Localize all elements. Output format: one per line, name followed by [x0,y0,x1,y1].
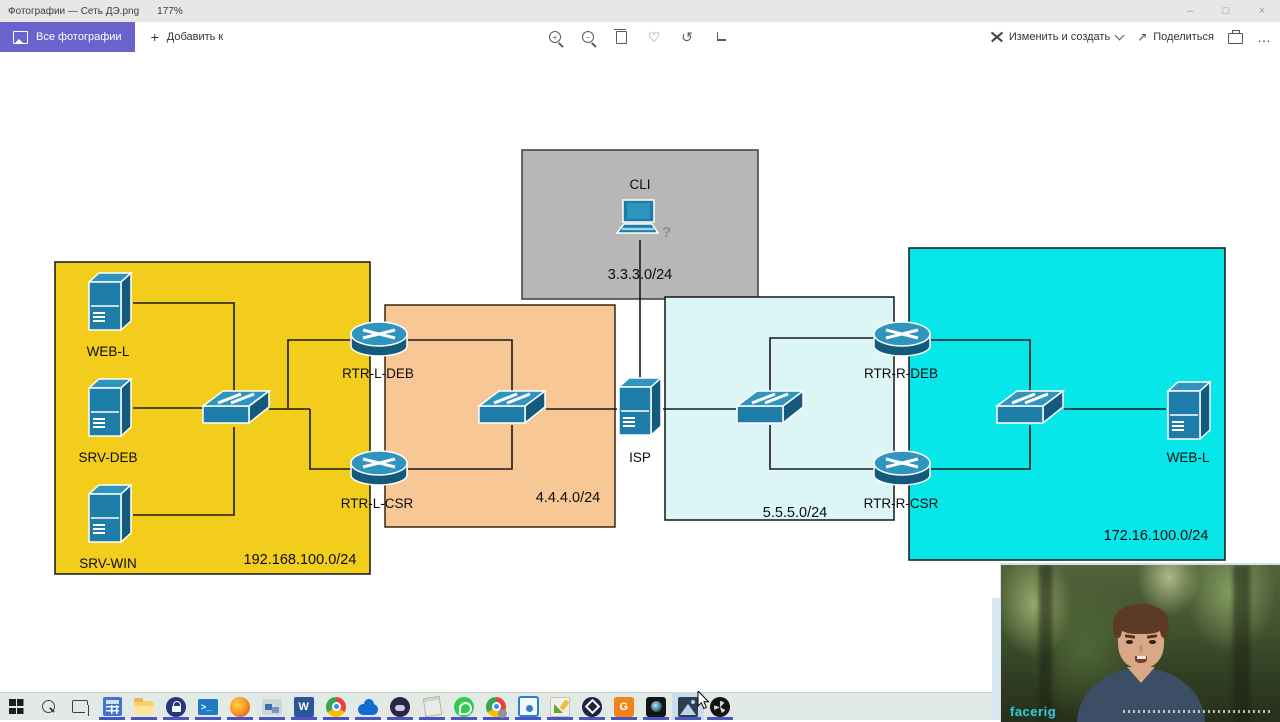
taskbar-keepass[interactable] [160,693,192,720]
firefox-icon [230,696,250,717]
minimize-button[interactable]: – [1186,5,1194,17]
edit-create-button[interactable]: Изменить и создать [991,30,1125,43]
add-to-button[interactable]: + Добавить к [151,30,224,44]
task-view-button-icon [72,700,89,716]
taskbar-whatsapp[interactable] [448,693,480,720]
tree-trunk [1233,565,1250,722]
toolbar-right: Изменить и создать ↗ Поделиться … [991,22,1272,52]
taskbar-calculator[interactable] [96,693,128,720]
taskbar-notes[interactable] [416,693,448,720]
calculator-icon [102,697,122,716]
taskbar-packet-tracer[interactable] [256,693,288,720]
taskbar-chrome[interactable] [320,693,352,720]
plus-icon: + [150,29,159,45]
facerig-small-caption [1123,710,1273,713]
chrome-profile-icon [486,696,507,718]
print-button[interactable] [1228,30,1243,44]
maximize-button[interactable]: □ [1222,5,1230,17]
facerig-window-edge [992,598,1002,720]
toolbar-center-icons: + − ♡ ↺ [546,22,729,52]
g-app-icon [614,696,634,717]
unity-icon [582,696,602,717]
notes-icon [422,695,442,718]
trash-icon [614,28,627,44]
onedrive-icon [358,698,378,715]
all-photos-label: Все фотографии [36,31,122,43]
add-to-label: Добавить к [166,31,224,43]
delete-button[interactable] [612,28,630,46]
powershell-icon [198,698,218,715]
avatar-brow [1124,634,1136,639]
rotate-icon: ↺ [681,28,693,45]
title-bar: Фотографии — Сеть ДЭ.png 177% – □ × [0,0,1280,22]
discord-icon [390,696,410,717]
taskbar-powershell[interactable] [192,693,224,720]
photos-toolbar: Все фотографии + Добавить к [0,22,1280,52]
file-explorer-icon [134,698,154,715]
zoom-level: 177% [157,5,183,17]
text-editor-icon [550,696,570,717]
window-controls: – □ × [1172,0,1280,22]
avatar-brow [1146,634,1158,639]
taskbar-word[interactable] [288,693,320,720]
camera-app-icon [646,696,666,717]
start-button-icon [8,699,24,714]
tree-trunk [1039,565,1052,722]
photos-app-icon [678,696,698,717]
edit-icon [991,31,1003,43]
word-icon [294,696,314,717]
heart-icon: ♡ [647,28,661,45]
rotate-button[interactable]: ↺ [678,28,696,46]
chrome-icon [326,696,346,717]
more-button[interactable]: … [1257,29,1272,45]
chevron-down-icon [1114,30,1125,41]
taskbar-chrome-profile[interactable] [480,693,512,720]
share-icon: ↗ [1137,30,1148,44]
all-photos-button[interactable]: Все фотографии [0,22,135,52]
search-button-icon [41,700,55,713]
avatar-mouth [1135,656,1147,663]
packet-tracer-icon [262,698,282,715]
avatar-eye [1149,640,1156,644]
obs-icon [710,696,730,717]
crop-button[interactable] [711,28,729,46]
share-label: Поделиться [1153,31,1214,43]
window-title: Фотографии — Сеть ДЭ.png [8,5,140,17]
avatar-eye [1126,640,1133,644]
zoom-out-button[interactable]: − [579,28,597,46]
avatar-hair [1113,604,1169,638]
taskbar-screen-recorder[interactable] [512,693,544,720]
crop-icon [715,31,726,43]
taskbar-camera-app[interactable] [640,693,672,720]
close-button[interactable]: × [1258,5,1266,17]
avatar-head [1113,604,1169,668]
taskbar-start-button[interactable] [0,693,32,720]
taskbar-text-editor[interactable] [544,693,576,720]
taskbar-g-app[interactable] [608,693,640,720]
taskbar-photos-app[interactable] [672,693,704,720]
taskbar-discord[interactable] [384,693,416,720]
edit-create-label: Изменить и создать [1008,31,1111,43]
zoom-out-icon: − [582,31,594,43]
share-button[interactable]: ↗ Поделиться [1137,30,1214,44]
zoom-in-icon: + [549,31,561,43]
mouse-cursor [697,691,710,710]
taskbar-search-button[interactable] [32,693,64,720]
favorite-button[interactable]: ♡ [645,28,663,46]
facerig-overlay[interactable]: facerig [1000,563,1280,722]
taskbar-file-explorer[interactable] [128,693,160,720]
taskbar-unity[interactable] [576,693,608,720]
whatsapp-icon [454,696,474,717]
keepass-icon [166,696,186,717]
facerig-watermark: facerig [1010,704,1057,719]
taskbar-obs[interactable] [704,693,736,720]
screen-recorder-icon [517,696,539,717]
taskbar-task-view-button[interactable] [64,693,96,720]
taskbar-firefox[interactable] [224,693,256,720]
zoom-in-button[interactable]: + [546,28,564,46]
avatar-nose [1139,645,1143,653]
taskbar-onedrive[interactable] [352,693,384,720]
avatar-body [1077,668,1205,722]
photo-icon [13,30,28,44]
